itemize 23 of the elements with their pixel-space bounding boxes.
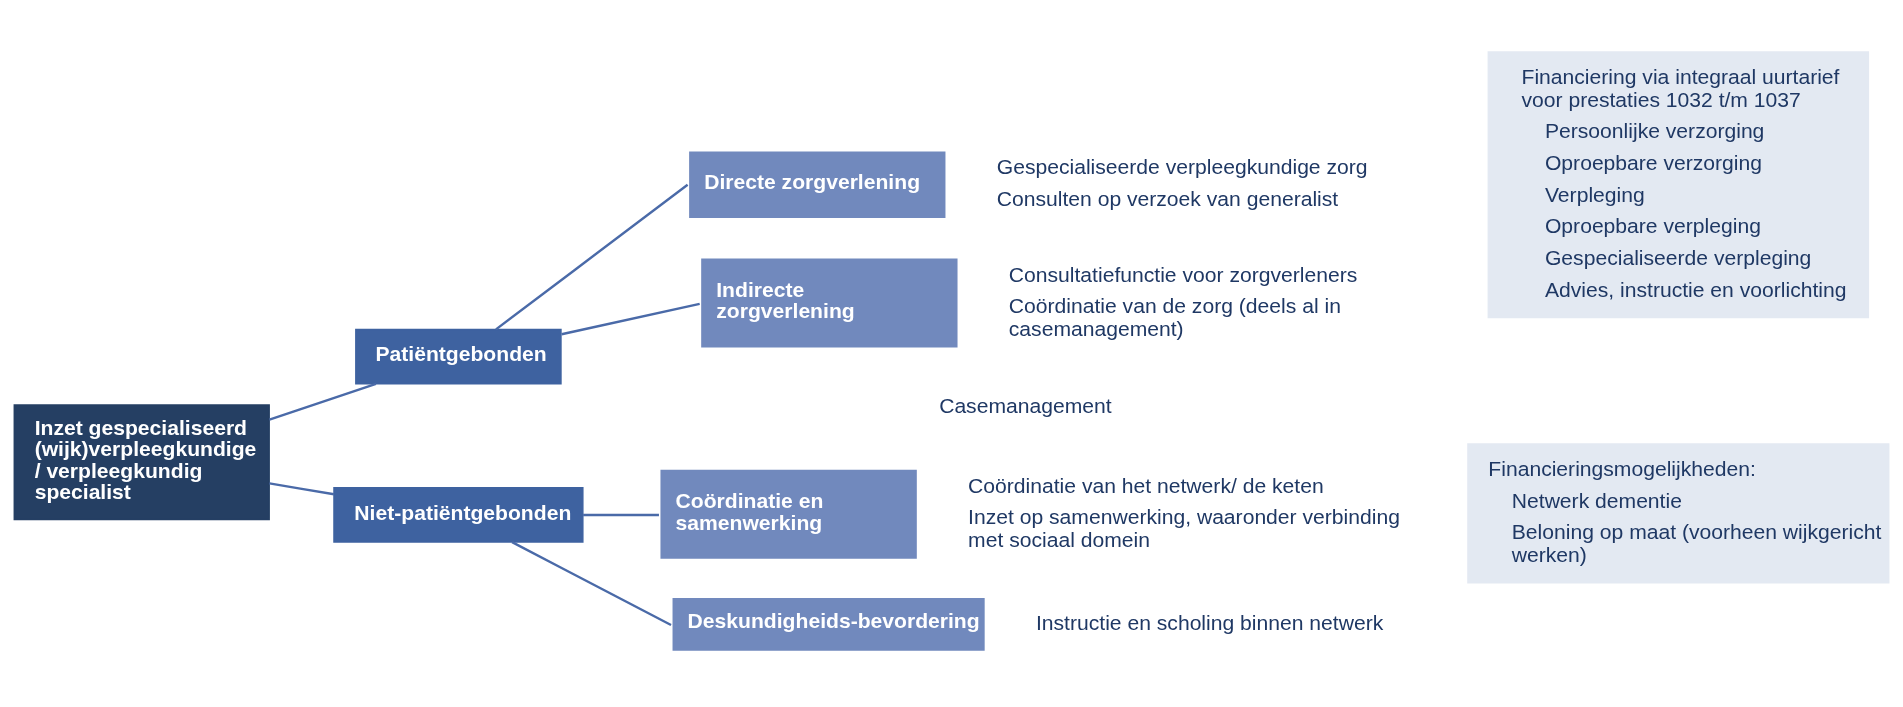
- node-box: Coördinatie en samenwerking: [660, 469, 917, 559]
- connector: [269, 481, 335, 495]
- node-label: Gespecialiseerde verpleegkundige zorg: [996, 154, 1368, 178]
- node-label: Coördinatie van de zorg (deels al in casemanagement): [1008, 293, 1341, 340]
- node-label: Coördinatie van het netwerk/ de keten: [968, 473, 1324, 497]
- label: Casemanagement: [939, 393, 1112, 417]
- connector: [495, 183, 689, 330]
- connector: [583, 513, 659, 516]
- connector: [269, 382, 377, 421]
- node-label: Consultatiefunctie voor zorgverleners: [1008, 262, 1358, 286]
- node-box: Niet-patiëntgebonden: [333, 486, 584, 543]
- connector: [511, 540, 672, 626]
- node-box: Deskundigheids-bevordering: [672, 597, 985, 651]
- node-label: Inzet op samenwerking, waaronder verbinding met sociaal domein: [968, 504, 1400, 551]
- connector: [561, 302, 700, 335]
- node-box: Directe zorgverlening: [689, 151, 946, 218]
- node-box: Financieringsmogelijkheden: Netwerk dementie Beloning op maat (voorheen wijkgericht werken): [1467, 442, 1890, 584]
- node-box: Inzet gespecialiseerd (wijk)verpleegkundige / verpleegkundig specialist: [13, 403, 270, 520]
- node-label: Instructie en scholing binnen netwerk: [1035, 610, 1384, 634]
- node-box: Financiering via integraal uurtarief voor prestaties 1032 t/m 1037 Persoonlijke verzorging Oproepbare verzorging Verpleging Oproepbare verpleging Gespecialiseerde verpleging Advies, instructie en voorlichting: [1487, 50, 1870, 318]
- node-box: Patiëntgebonden: [355, 328, 562, 385]
- node-box: Indirecte zorgverlening: [701, 258, 958, 348]
- node-label: Consulten op verzoek van generalist: [996, 186, 1339, 210]
